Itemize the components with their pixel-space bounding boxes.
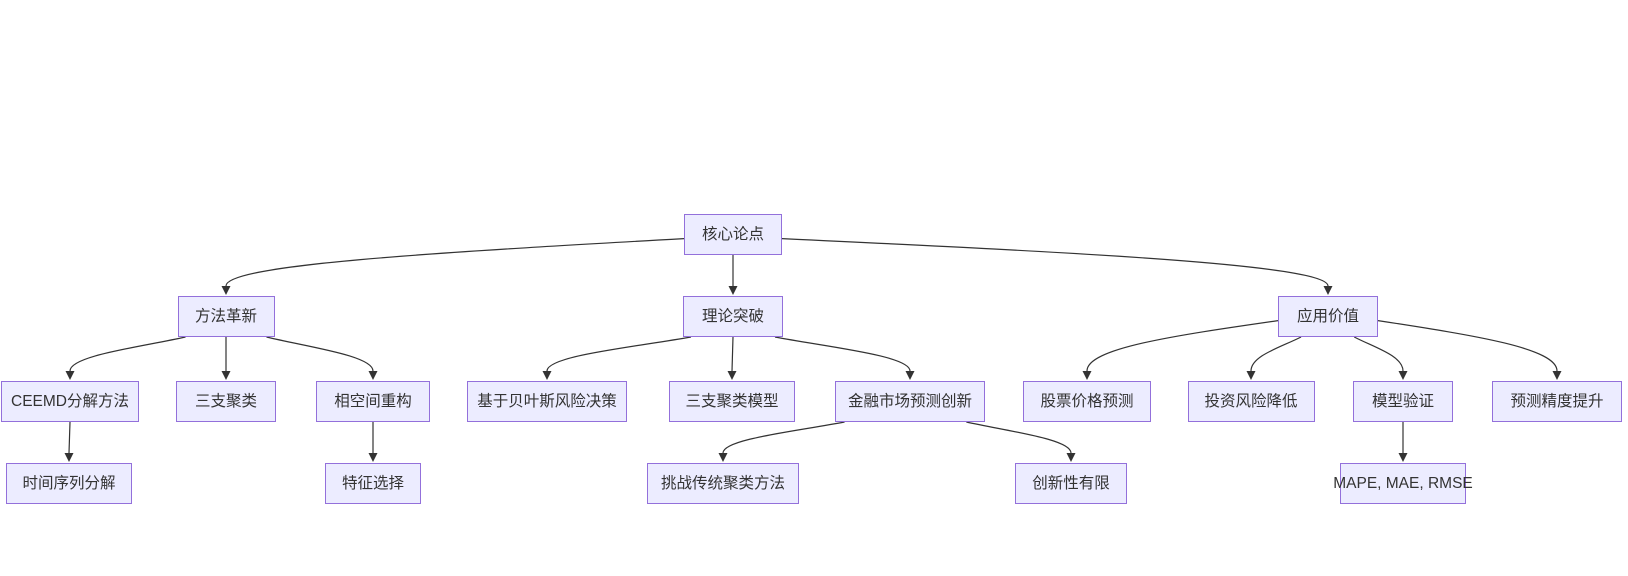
node-label: 挑战传统聚类方法 — [660, 474, 785, 492]
node-risk: 投资风险降低 — [1187, 381, 1315, 422]
arrowhead-icon — [368, 453, 378, 462]
node-label: MAPE, MAE, RMSE — [1333, 474, 1473, 492]
arrowhead-icon — [905, 371, 915, 380]
node-label: CEEMD分解方法 — [11, 392, 129, 410]
node-label: 预测精度提升 — [1510, 392, 1604, 410]
node-twc-model: 三支聚类模型 — [669, 381, 795, 422]
arrowhead-icon — [1552, 371, 1562, 380]
edge-root-method — [225, 238, 685, 287]
edge-theory-bayes — [546, 336, 692, 372]
node-three-way: 三支聚类 — [176, 381, 276, 422]
node-label: 模型验证 — [1371, 392, 1434, 410]
node-label: 特征选择 — [341, 474, 404, 492]
arrowhead-icon — [368, 371, 378, 380]
node-phase: 相空间重构 — [316, 381, 430, 422]
node-bayes: 基于贝叶斯风险决策 — [467, 381, 627, 422]
arrowhead-icon — [1246, 371, 1256, 380]
node-label: 投资风险降低 — [1204, 392, 1298, 410]
arrowhead-icon — [1082, 371, 1092, 380]
node-label: 相空间重构 — [334, 392, 412, 410]
edge-value-model-valid — [1353, 336, 1404, 372]
node-value: 应用价值 — [1278, 296, 1378, 337]
node-theory: 理论突破 — [683, 296, 783, 337]
node-label: 三支聚类 — [194, 392, 257, 410]
arrowhead-icon — [542, 371, 552, 380]
node-label: 时间序列分解 — [22, 474, 116, 492]
node-ts-decomp: 时间序列分解 — [6, 463, 132, 504]
edge-finance-challenge — [722, 421, 845, 454]
node-label: 应用价值 — [1296, 307, 1359, 325]
node-label: 理论突破 — [701, 307, 764, 325]
node-label: 创新性有限 — [1032, 474, 1110, 492]
node-label: 金融市场预测创新 — [847, 392, 972, 410]
edge-theory-twc-model — [731, 336, 734, 372]
arrowhead-icon — [221, 371, 231, 380]
node-ceemd: CEEMD分解方法 — [1, 381, 139, 422]
node-label: 股票价格预测 — [1040, 392, 1134, 410]
arrowhead-icon — [221, 286, 231, 295]
arrowhead-icon — [1066, 453, 1076, 462]
arrowhead-icon — [1323, 286, 1333, 295]
edge-value-precision — [1377, 320, 1558, 372]
arrowhead-icon — [728, 286, 738, 295]
node-finance: 金融市场预测创新 — [835, 381, 985, 422]
edge-root-value — [781, 238, 1329, 287]
arrowhead-icon — [65, 371, 75, 380]
node-label: 基于贝叶斯风险决策 — [477, 392, 617, 410]
node-stock: 股票价格预测 — [1023, 381, 1151, 422]
node-method: 方法革新 — [177, 296, 275, 337]
arrowhead-icon — [718, 453, 728, 462]
node-limited: 创新性有限 — [1015, 463, 1127, 504]
node-challenge: 挑战传统聚类方法 — [647, 463, 799, 504]
node-model-valid: 模型验证 — [1353, 381, 1453, 422]
node-precision: 预测精度提升 — [1492, 381, 1622, 422]
node-root: 核心论点 — [684, 214, 782, 255]
node-label: 方法革新 — [194, 307, 257, 325]
arrowhead-icon — [727, 371, 737, 380]
node-label: 三支聚类模型 — [685, 392, 779, 410]
edge-theory-finance — [774, 336, 911, 372]
arrowhead-icon — [1398, 371, 1408, 380]
node-feature: 特征选择 — [325, 463, 421, 504]
edge-method-ceemd — [69, 336, 186, 372]
edge-value-risk — [1250, 336, 1302, 372]
edge-ceemd-ts-decomp — [68, 421, 71, 454]
node-label: 核心论点 — [701, 225, 764, 243]
edge-method-phase — [266, 336, 374, 372]
edge-value-stock — [1086, 320, 1279, 372]
edge-finance-limited — [966, 421, 1072, 454]
node-metrics: MAPE, MAE, RMSE — [1333, 463, 1473, 504]
arrowhead-icon — [1398, 453, 1408, 462]
arrowhead-icon — [64, 453, 74, 462]
